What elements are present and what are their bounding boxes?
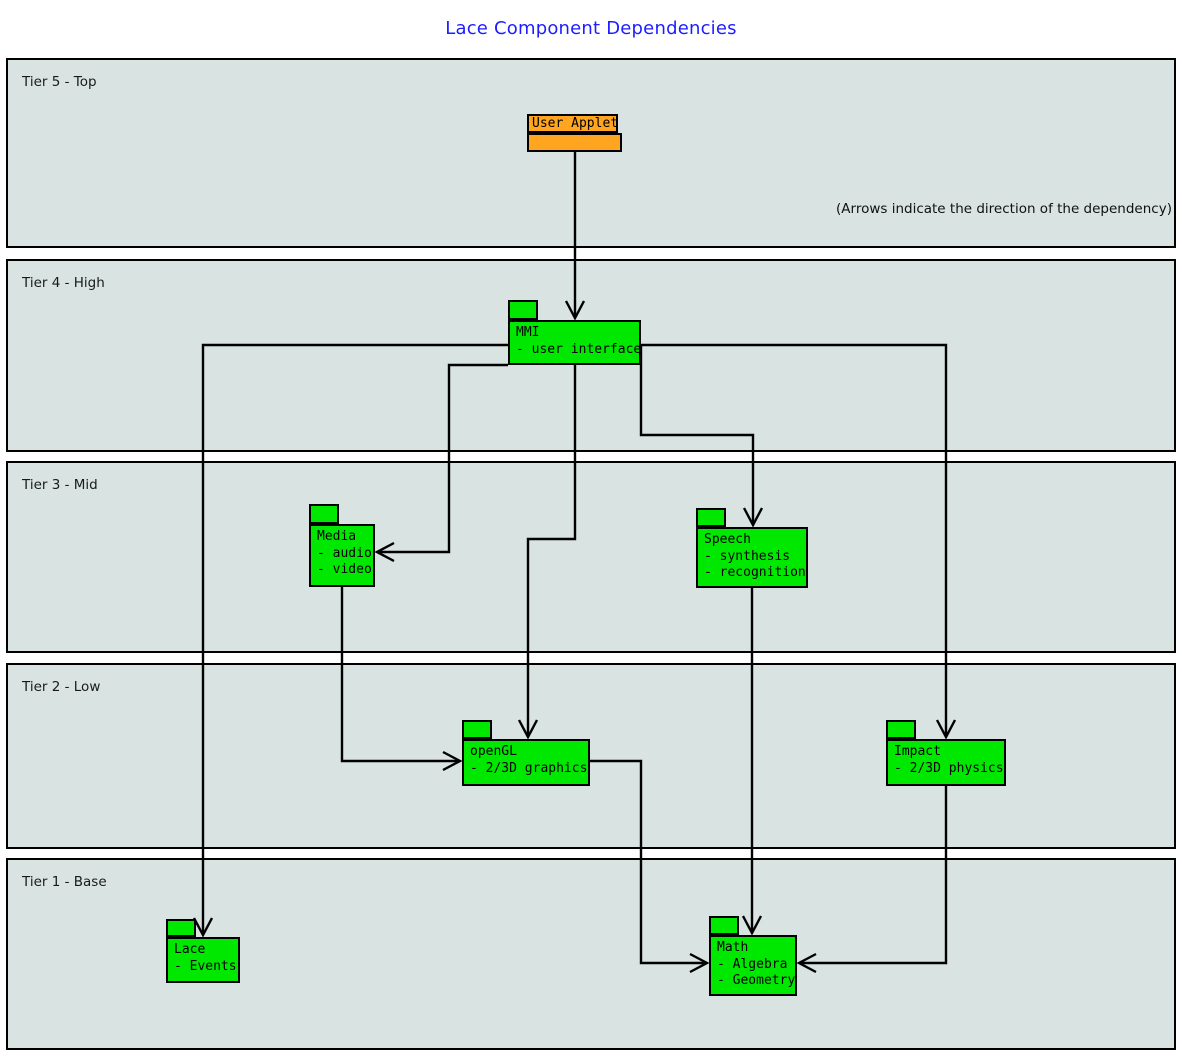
tier-tier5: Tier 5 - Top [6, 58, 1176, 248]
package-line: - 2/3D physics [894, 760, 1004, 776]
package-tab-user-applet: User Applet [527, 114, 618, 133]
package-tab-media [309, 504, 339, 524]
package-line: - Geometry [717, 973, 796, 988]
tier-label-tier5: Tier 5 - Top [22, 74, 97, 90]
package-line: Math [717, 940, 749, 955]
package-line: - synthesis [704, 548, 791, 564]
tier-tier3: Tier 3 - Mid [6, 461, 1176, 653]
package-body-lace: Lace- Events [166, 937, 240, 983]
package-tab-opengl [462, 720, 492, 739]
package-body-media: Media- audio- video [309, 524, 375, 587]
package-line: - user interface [516, 341, 641, 357]
package-body-mmi: MMI- user interface [508, 320, 641, 365]
package-body-user-applet [527, 133, 622, 152]
package-line: Speech [704, 532, 751, 547]
package-line: - video [317, 562, 372, 577]
package-body-opengl: openGL- 2/3D graphics [462, 739, 590, 786]
page-title: Lace Component Dependencies [445, 18, 737, 39]
package-line: Impact [894, 744, 941, 759]
package-line: - 2/3D graphics [470, 760, 588, 776]
package-line: - recognition [704, 565, 806, 580]
package-line: Media [317, 529, 357, 544]
arrow-direction-note: (Arrows indicate the direction of the de… [836, 201, 1172, 217]
package-body-speech: Speech- synthesis- recognition [696, 527, 808, 588]
tier-label-tier1: Tier 1 - Base [22, 874, 107, 890]
package-line: - audio [317, 545, 372, 561]
tier-label-tier3: Tier 3 - Mid [22, 477, 98, 493]
package-line: - Algebra [717, 956, 788, 972]
package-line: Lace [174, 942, 206, 957]
package-body-math: Math- Algebra- Geometry [709, 935, 797, 996]
package-tab-mmi [508, 300, 538, 320]
package-tab-speech [696, 508, 726, 527]
package-line: openGL [470, 744, 517, 759]
package-body-impact: Impact- 2/3D physics [886, 739, 1006, 786]
package-line: MMI [516, 325, 540, 340]
tier-label-tier2: Tier 2 - Low [22, 679, 101, 695]
package-tab-math [709, 916, 739, 935]
package-tab-lace [166, 919, 196, 937]
tier-label-tier4: Tier 4 - High [22, 275, 105, 291]
tier-tier4: Tier 4 - High [6, 259, 1176, 452]
package-tab-impact [886, 720, 916, 739]
package-line: - Events [174, 958, 237, 974]
